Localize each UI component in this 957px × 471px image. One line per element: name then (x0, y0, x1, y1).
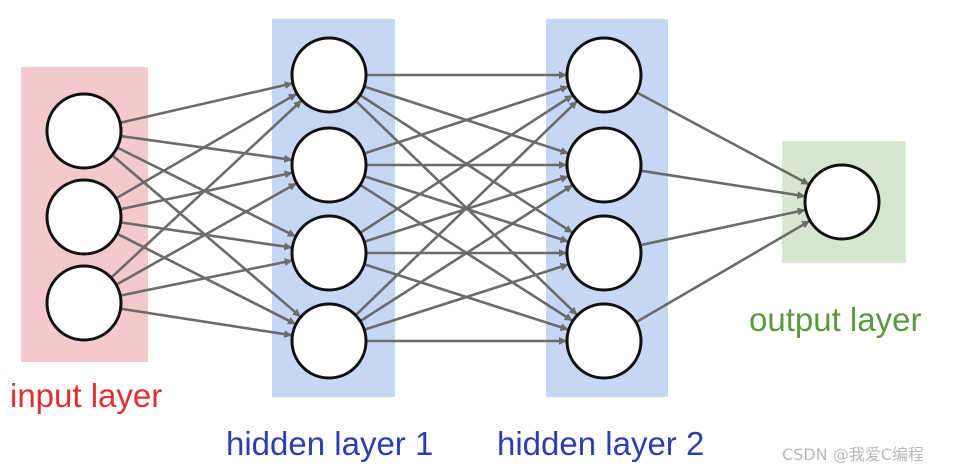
hidden1-neuron-4 (290, 302, 368, 380)
connection-hidden2-3-to-output-1 (639, 207, 806, 247)
neurons (45, 36, 881, 380)
connection-hidden2-2-to-output-1 (640, 169, 806, 200)
input-neuron-1 (45, 92, 123, 170)
connection-input-3-to-hidden1-4 (120, 307, 293, 339)
connection-hidden1-2-to-hidden2-1 (363, 85, 569, 155)
connection-input-2-to-hidden1-1 (115, 92, 297, 200)
connection-hidden1-4-to-hidden2-3 (363, 262, 569, 331)
connections (110, 71, 810, 345)
output-layer-label: output layer (749, 301, 921, 338)
hidden1-neuron-2 (290, 126, 368, 204)
connection-hidden1-3-to-hidden2-1 (359, 94, 573, 234)
connection-input-1-to-hidden1-1 (119, 81, 293, 125)
hidden1-neuron-1 (290, 36, 368, 114)
connection-hidden2-1-to-output-1 (635, 91, 810, 186)
output-neuron-1 (803, 163, 881, 241)
hidden-layer-1-label: hidden layer 1 (226, 425, 433, 462)
hidden2-neuron-1 (565, 36, 643, 114)
connection-hidden1-4-to-hidden2-1 (354, 100, 578, 317)
hidden2-neuron-2 (565, 126, 643, 204)
hidden1-neuron-3 (290, 214, 368, 292)
hidden-layer-2-label: hidden layer 2 (497, 425, 704, 462)
watermark: CSDN @我爱C编程 (782, 445, 924, 464)
input-layer-label: input layer (10, 377, 162, 414)
input-neuron-3 (45, 264, 123, 342)
input-neuron-2 (45, 178, 123, 256)
connection-hidden1-4-to-hidden2-2 (359, 184, 573, 323)
connection-input-3-to-hidden1-3 (120, 258, 293, 297)
connection-input-3-to-hidden1-1 (110, 99, 303, 279)
connection-hidden2-4-to-output-1 (635, 220, 810, 324)
connection-input-1-to-hidden1-2 (120, 134, 293, 163)
hidden2-neuron-4 (565, 302, 643, 380)
connection-input-3-to-hidden1-2 (115, 182, 297, 286)
hidden2-neuron-3 (565, 214, 643, 292)
